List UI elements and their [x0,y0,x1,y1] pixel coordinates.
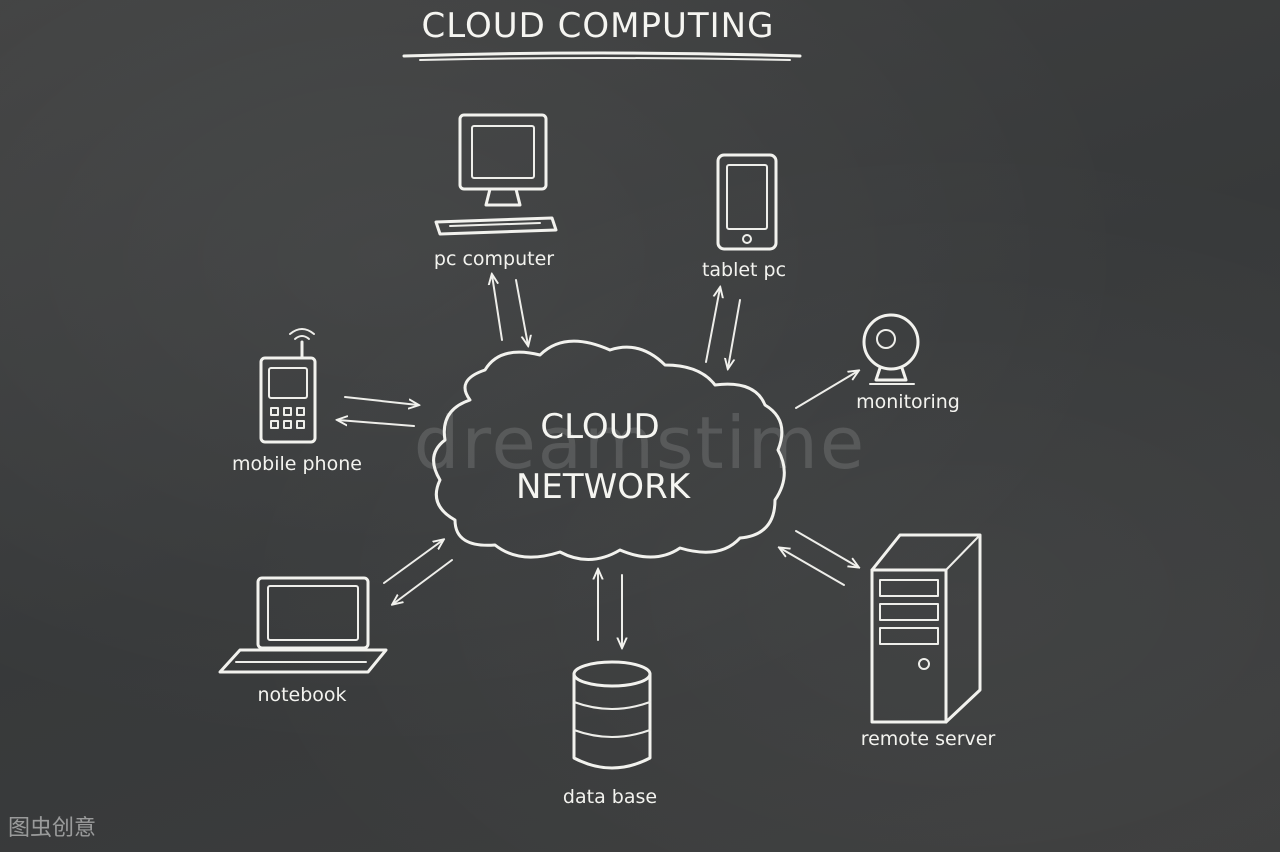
cloud-shape [432,339,786,562]
watermark-corner: 图虫创意 [8,816,96,841]
label-notebook: notebook [257,684,346,706]
cloud-label-line1: CLOUD [540,407,659,447]
title-underline [402,51,802,58]
arrow-phone-to-cloud [344,396,418,405]
arrow-cloud-to-monitoring [795,371,858,409]
label-pc-computer: pc computer [434,248,554,270]
notebook-icon [218,576,388,674]
arrow-cloud-to-tablet [705,288,720,363]
arrow-cloud-to-server [795,530,858,567]
server-tower-icon [870,533,982,724]
pc-computer-icon [434,113,558,236]
tablet-pc-icon [716,153,778,251]
label-mobile-phone: mobile phone [232,453,362,475]
arrow-cloud-to-notebook [393,559,453,604]
mobile-phone-icon [259,328,317,444]
title-underline-2 [419,57,791,61]
arrow-pc-to-cloud [515,279,528,345]
webcam-icon [862,313,920,385]
arrow-notebook-to-cloud [383,540,443,584]
arrow-cloud-to-pc [492,275,503,341]
arrow-server-to-cloud [780,548,845,586]
label-monitoring: monitoring [856,391,960,413]
database-icon [572,660,652,770]
arrow-tablet-to-cloud [728,299,741,368]
label-remote-server: remote server [861,728,996,750]
label-tablet-pc: tablet pc [702,259,786,281]
arrow-cloud-to-phone [338,420,415,427]
cloud-label-line2: NETWORK [516,467,692,507]
diagram-title: CLOUD COMPUTING [422,6,775,46]
label-data-base: data base [563,786,657,808]
watermark-dreamstime: dreamstime [414,401,866,485]
